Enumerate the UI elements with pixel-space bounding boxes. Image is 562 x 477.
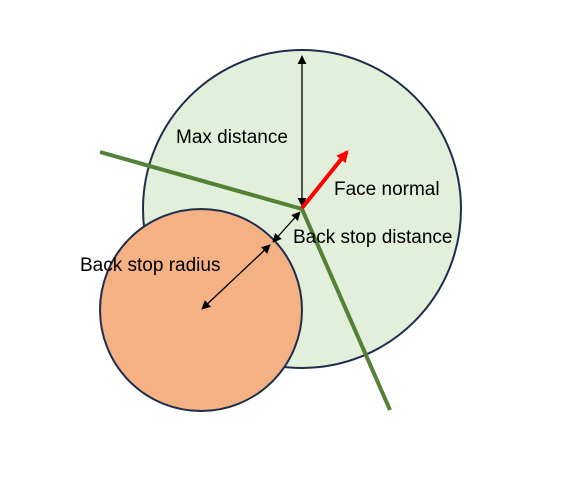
face-normal-arrow <box>300 150 349 210</box>
surface-line <box>99 150 392 411</box>
max-distance-label: Max distance <box>176 127 288 148</box>
back-stop-distance-arrow <box>272 211 301 243</box>
back-stop-radius-arrow <box>201 244 271 310</box>
face-normal-label: Face normal <box>334 179 440 200</box>
back-stop-radius-label: Back stop radius <box>80 255 220 276</box>
back-stop-circle <box>99 208 303 412</box>
back-stop-distance-label: Back stop distance <box>293 227 452 248</box>
